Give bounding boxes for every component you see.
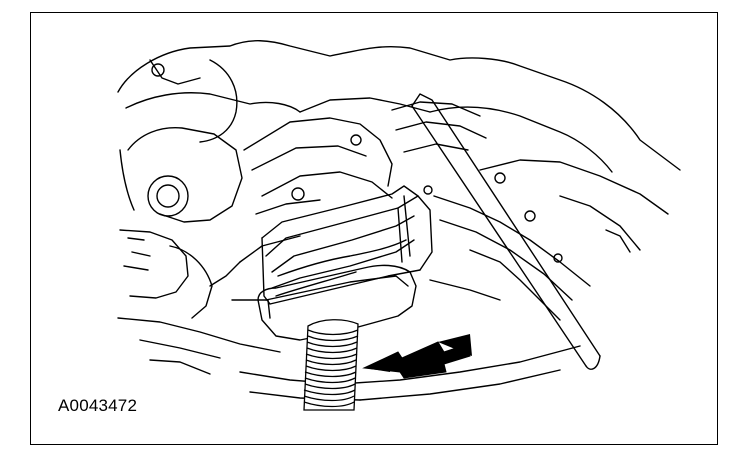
figure-frame — [30, 12, 718, 445]
engine-block-outline — [117, 40, 681, 375]
rod-outline — [411, 93, 601, 370]
transmission-housing-outline — [231, 101, 669, 321]
corrugated-hose — [303, 319, 359, 411]
figure-id-label: A0043472 — [58, 396, 138, 415]
mount-block-outline — [257, 185, 433, 341]
arrow-left-icon — [362, 334, 472, 379]
